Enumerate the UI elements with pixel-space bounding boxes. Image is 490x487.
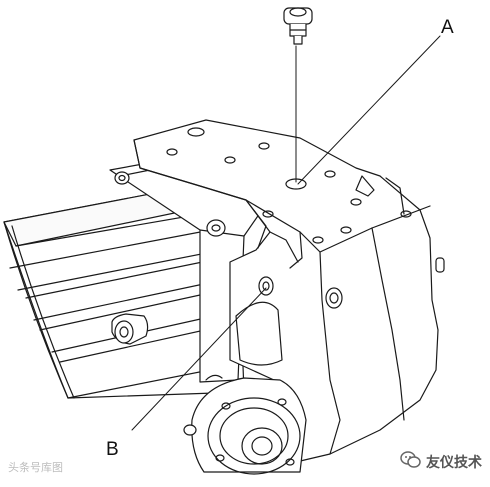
gear-housing <box>133 119 439 463</box>
leader-line-b <box>131 287 267 431</box>
watermark-left: 头条号库图 <box>8 461 63 474</box>
target-hole-b <box>258 276 274 296</box>
watermark-right: 友仪技术 <box>426 455 482 471</box>
top-plate-holes <box>166 127 412 244</box>
label-a: A <box>441 17 454 38</box>
leader-lines <box>131 35 441 431</box>
output-flange <box>183 374 307 475</box>
screw-part <box>283 7 313 45</box>
leader-line-a <box>297 35 441 185</box>
flange-bolts <box>111 171 226 345</box>
wechat-icon <box>400 451 421 468</box>
side-holes <box>235 257 445 366</box>
label-b: B <box>106 439 119 460</box>
